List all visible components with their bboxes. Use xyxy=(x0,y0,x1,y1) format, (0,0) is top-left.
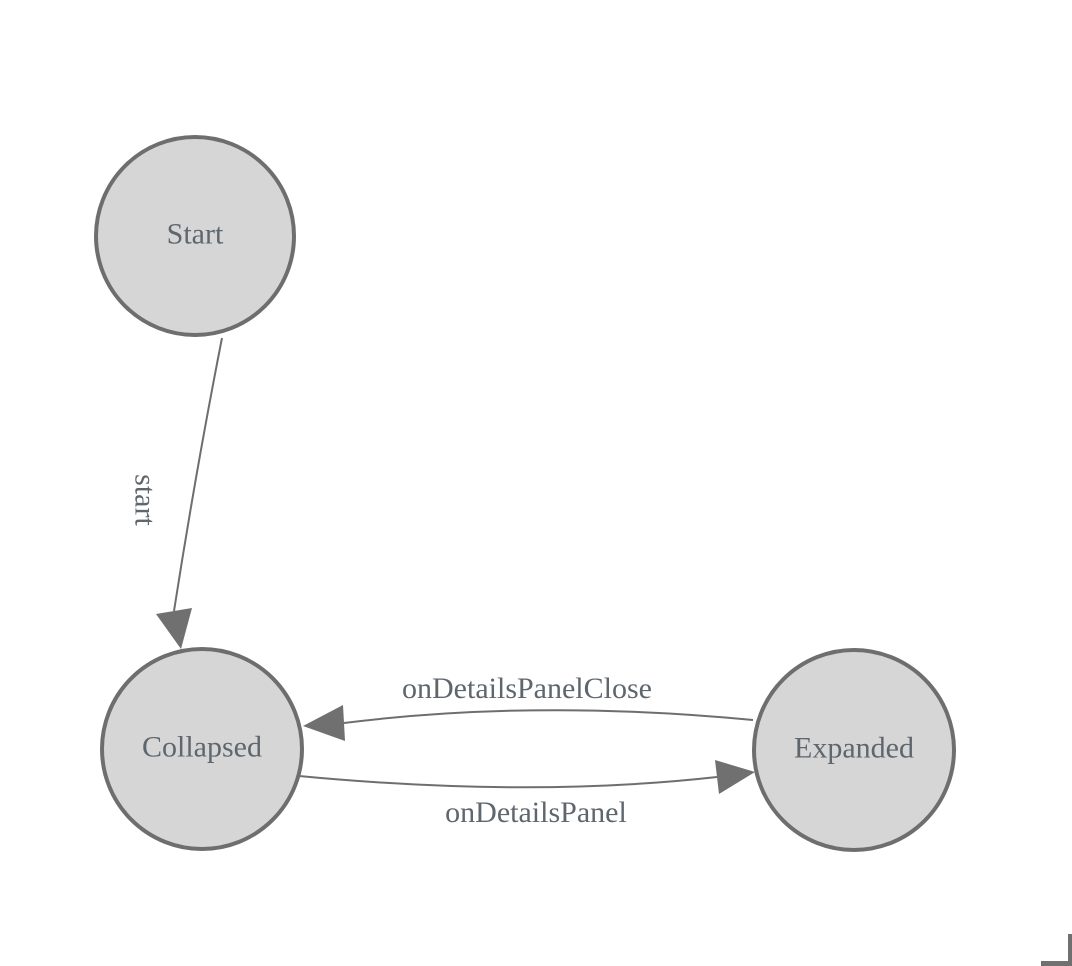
state-node-expanded-circle[interactable] xyxy=(752,648,956,852)
state-node-expanded[interactable]: Expanded xyxy=(752,648,956,852)
edge-label-ondetailspanel: onDetailsPanel xyxy=(445,796,627,829)
edge-line-ondetailspanel xyxy=(298,775,718,789)
arrowhead-collapsed-to-expanded xyxy=(715,760,755,794)
corner-mark-horizontal xyxy=(1041,961,1072,966)
edge-label-start: start xyxy=(129,474,162,526)
canvas-corner-mark xyxy=(1041,934,1072,966)
state-node-collapsed[interactable]: Collapsed xyxy=(100,647,304,851)
edge-start-to-collapsed: start xyxy=(129,337,223,649)
corner-mark-vertical xyxy=(1068,934,1072,966)
arrowhead-expanded-to-collapsed xyxy=(303,705,345,741)
state-node-expanded-label: Expanded xyxy=(794,732,914,765)
state-node-start[interactable]: Start xyxy=(94,135,296,337)
edge-expanded-to-collapsed: onDetailsPanelClose xyxy=(303,672,754,741)
state-node-collapsed-label: Collapsed xyxy=(142,731,262,764)
state-node-collapsed-circle[interactable] xyxy=(100,647,304,851)
edge-collapsed-to-expanded: onDetailsPanel xyxy=(298,760,755,829)
state-node-start-label: Start xyxy=(167,218,224,251)
edge-label-ondetailspanelclose: onDetailsPanelClose xyxy=(402,672,652,705)
state-node-start-circle[interactable] xyxy=(94,135,296,337)
arrowhead-start-to-collapsed xyxy=(156,608,192,649)
edge-line-start xyxy=(173,337,223,612)
edge-line-ondetailspanelclose xyxy=(343,709,754,724)
